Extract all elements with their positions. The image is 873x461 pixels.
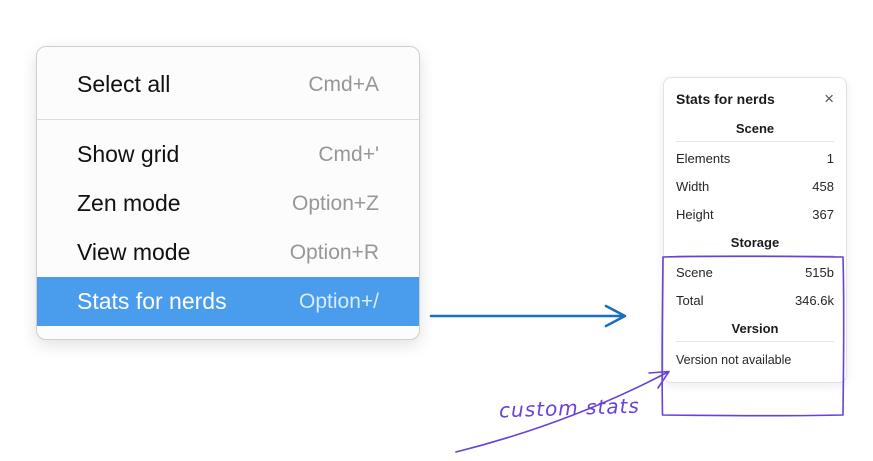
section-heading: Scene [735, 121, 775, 136]
stat-label: Elements [676, 151, 731, 166]
menu-item-select-all[interactable]: Select all Cmd+A [37, 60, 419, 109]
menu-item-label: Show grid [77, 141, 180, 167]
section-heading: Storage [730, 235, 780, 250]
menu-item-zen-mode[interactable]: Zen mode Option+Z [37, 179, 419, 228]
stat-value: 458 [812, 179, 834, 194]
version-note: Version not available [676, 353, 792, 367]
stat-label: Height [676, 207, 714, 222]
menu-item-label: Select all [77, 71, 171, 97]
menu-item-shortcut: Option+/ [299, 290, 379, 313]
menu-item-shortcut: Cmd+' [318, 143, 379, 166]
close-icon[interactable]: × [824, 89, 834, 108]
stat-row-total: Total 346.6k [676, 287, 834, 315]
stat-value: 515b [805, 265, 834, 280]
annotation-custom-stats-text[interactable]: custom stats [498, 393, 641, 423]
section-divider [676, 341, 834, 342]
stats-panel: Stats for nerds × Scene Elements 1 Width… [663, 77, 847, 383]
stats-panel-title: Stats for nerds [676, 91, 775, 107]
stat-label: Total [676, 293, 704, 308]
stat-row-elements: Elements 1 [676, 145, 834, 173]
menu-item-label: Zen mode [77, 190, 181, 216]
stat-value: 346.6k [794, 293, 834, 308]
stat-row-scene: Scene 515b [676, 259, 834, 287]
stat-value: 1 [826, 151, 834, 166]
stat-row-height: Height 367 [676, 201, 834, 229]
section-divider [676, 141, 834, 142]
menu-item-shortcut: Option+R [289, 241, 379, 264]
menu-item-shortcut: Cmd+A [308, 73, 379, 96]
stat-label: Width [676, 179, 710, 194]
stat-row-width: Width 458 [676, 173, 834, 201]
scene-section: Scene Elements 1 Width 458 Height 367 [676, 115, 834, 229]
stat-value: 367 [812, 207, 834, 222]
menu-item-label: Stats for nerds [77, 288, 227, 314]
menu-separator [37, 119, 419, 120]
stat-label: Scene [676, 265, 713, 280]
storage-section: Storage Scene 515b Total 346.6k [676, 229, 834, 315]
version-section: Version Version not available [676, 315, 834, 372]
menu-item-show-grid[interactable]: Show grid Cmd+' [37, 130, 419, 179]
section-divider [676, 255, 834, 256]
arrow-right-icon[interactable] [428, 298, 633, 334]
menu-item-view-mode[interactable]: View mode Option+R [37, 228, 419, 277]
menu-item-label: View mode [77, 239, 191, 265]
menu-item-stats-for-nerds[interactable]: Stats for nerds Option+/ [37, 277, 419, 326]
section-heading: Version [731, 321, 779, 336]
context-menu: Select all Cmd+A Show grid Cmd+' Zen mod… [36, 46, 420, 340]
stats-panel-header: Stats for nerds × [676, 89, 834, 108]
menu-item-shortcut: Option+Z [292, 192, 379, 215]
